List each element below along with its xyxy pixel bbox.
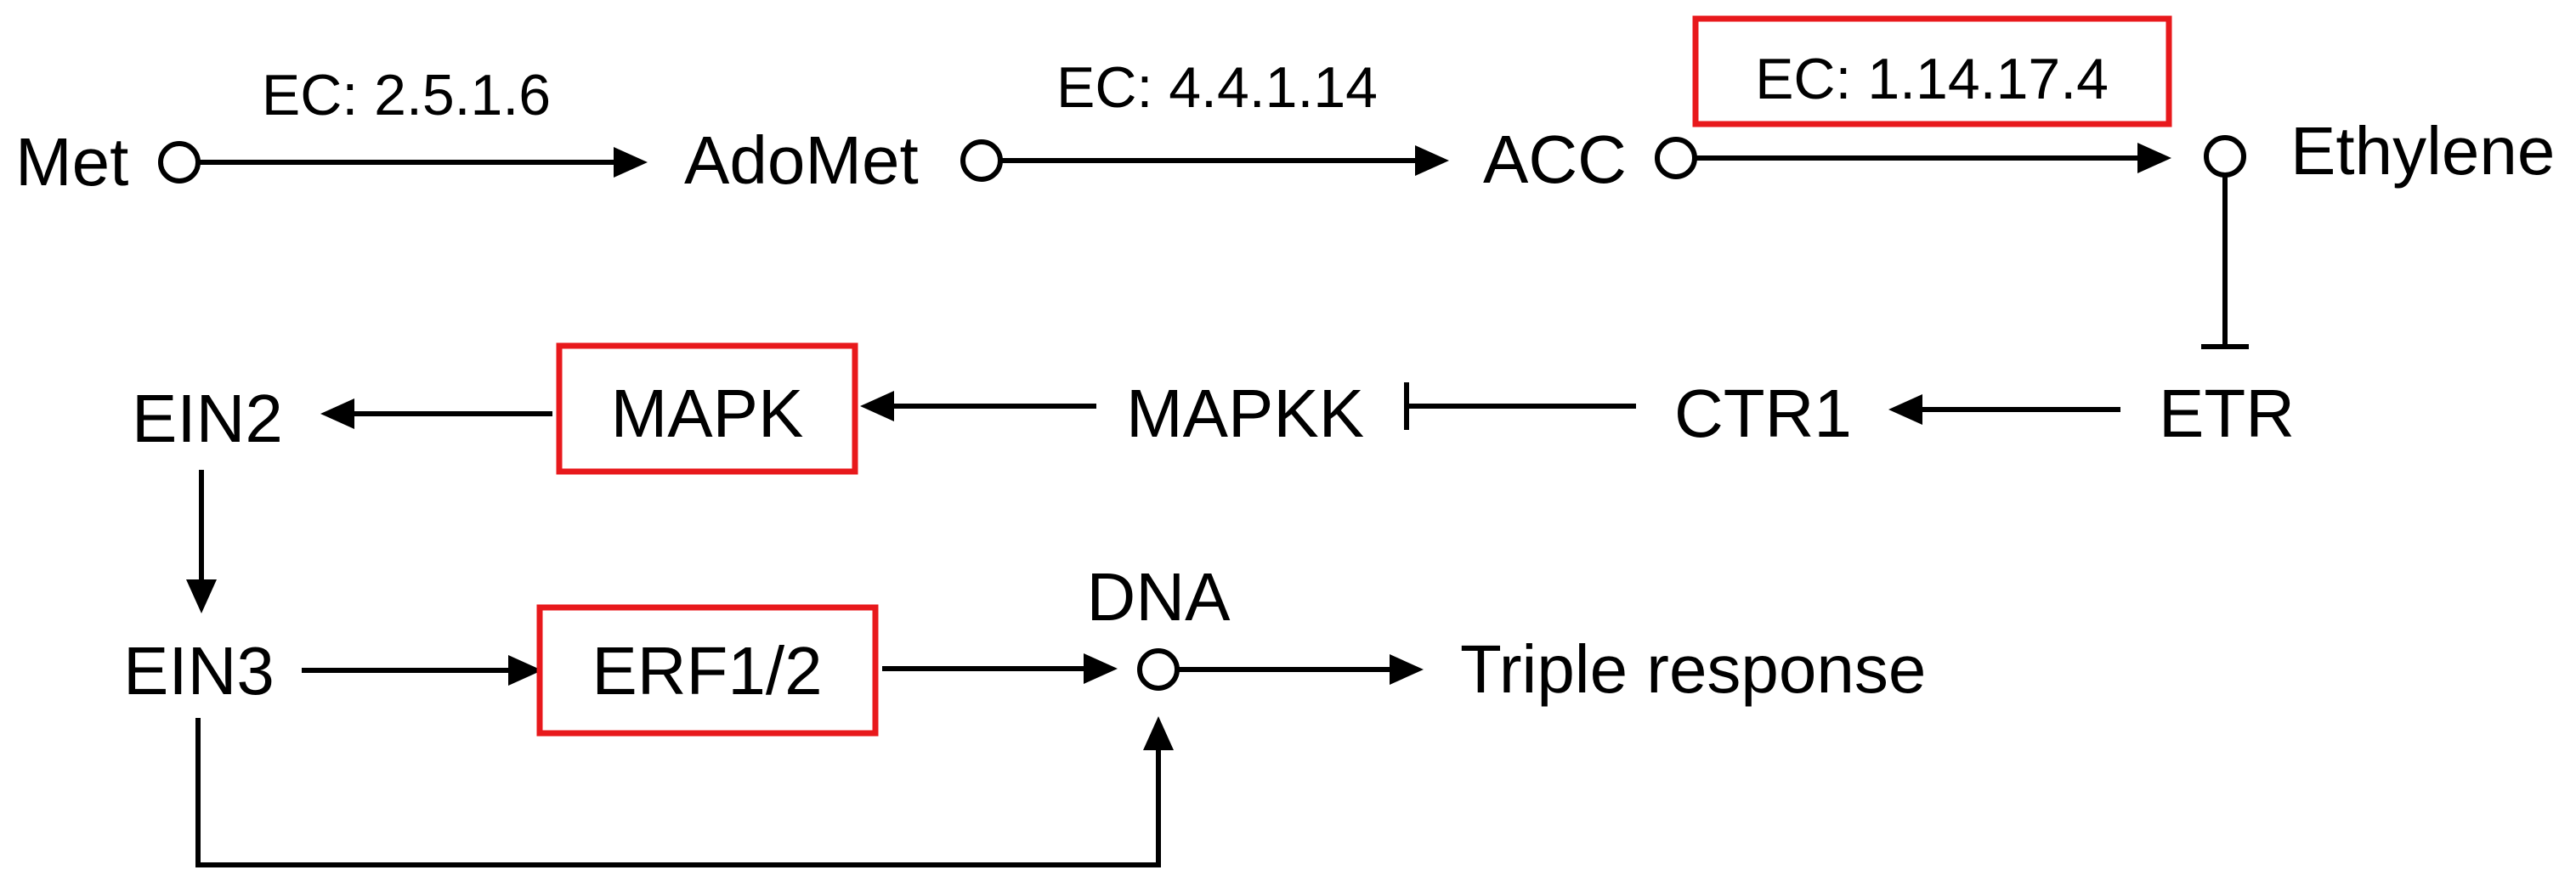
arrowhead-erf-to-dna xyxy=(1084,653,1118,684)
node-adomet: AdoMet xyxy=(684,122,919,198)
arrowhead-mapk-to-ein2 xyxy=(320,398,354,429)
node-met: Met xyxy=(15,124,128,200)
arrowhead-ein3-to-erf xyxy=(508,655,542,686)
node-acc: ACC xyxy=(1483,121,1627,197)
arrow-ein3-to-dna xyxy=(195,718,1161,867)
highlight-box-erf xyxy=(536,604,879,737)
enzyme-label-ec2: EC: 4.4.1.14 xyxy=(1056,55,1378,120)
dna-circle xyxy=(1137,648,1180,691)
arrowhead-ein3-to-dna xyxy=(1143,716,1174,750)
arrowhead-adomet-to-acc xyxy=(1415,145,1449,176)
node-ein3: EIN3 xyxy=(123,633,275,709)
arrowhead-acc-to-ethylene xyxy=(2137,143,2171,173)
acc-compound-circle xyxy=(1655,137,1697,179)
node-ein2: EIN2 xyxy=(132,381,283,456)
node-triple-response: Triple response xyxy=(1460,631,1926,707)
node-mapk: MAPK xyxy=(611,376,804,451)
met-compound-circle xyxy=(158,141,201,184)
node-dna: DNA xyxy=(1087,559,1231,635)
highlight-box-mapk xyxy=(556,342,858,475)
arrowhead-mapkk-to-mapk xyxy=(860,391,894,421)
ethylene-compound-circle xyxy=(2204,135,2246,178)
arrowhead-met-to-adomet xyxy=(614,147,648,178)
arrowhead-etr-to-ctr1 xyxy=(1888,394,1922,425)
node-ethylene: Ethylene xyxy=(2290,113,2555,189)
arrowhead-dna-to-triple-response xyxy=(1390,654,1424,685)
highlight-box-ec3 xyxy=(1692,15,2172,127)
adomet-compound-circle xyxy=(960,139,1003,182)
enzyme-label-ec1: EC: 2.5.1.6 xyxy=(262,63,551,127)
arrowhead-ein2-to-ein3 xyxy=(186,579,217,613)
node-etr: ETR xyxy=(2159,376,2295,451)
enzyme-label-ec3: EC: 1.14.17.4 xyxy=(1755,47,2109,111)
node-ctr1: CTR1 xyxy=(1674,376,1852,451)
node-erf: ERF1/2 xyxy=(592,633,822,709)
node-mapkk: MAPKK xyxy=(1126,376,1364,451)
